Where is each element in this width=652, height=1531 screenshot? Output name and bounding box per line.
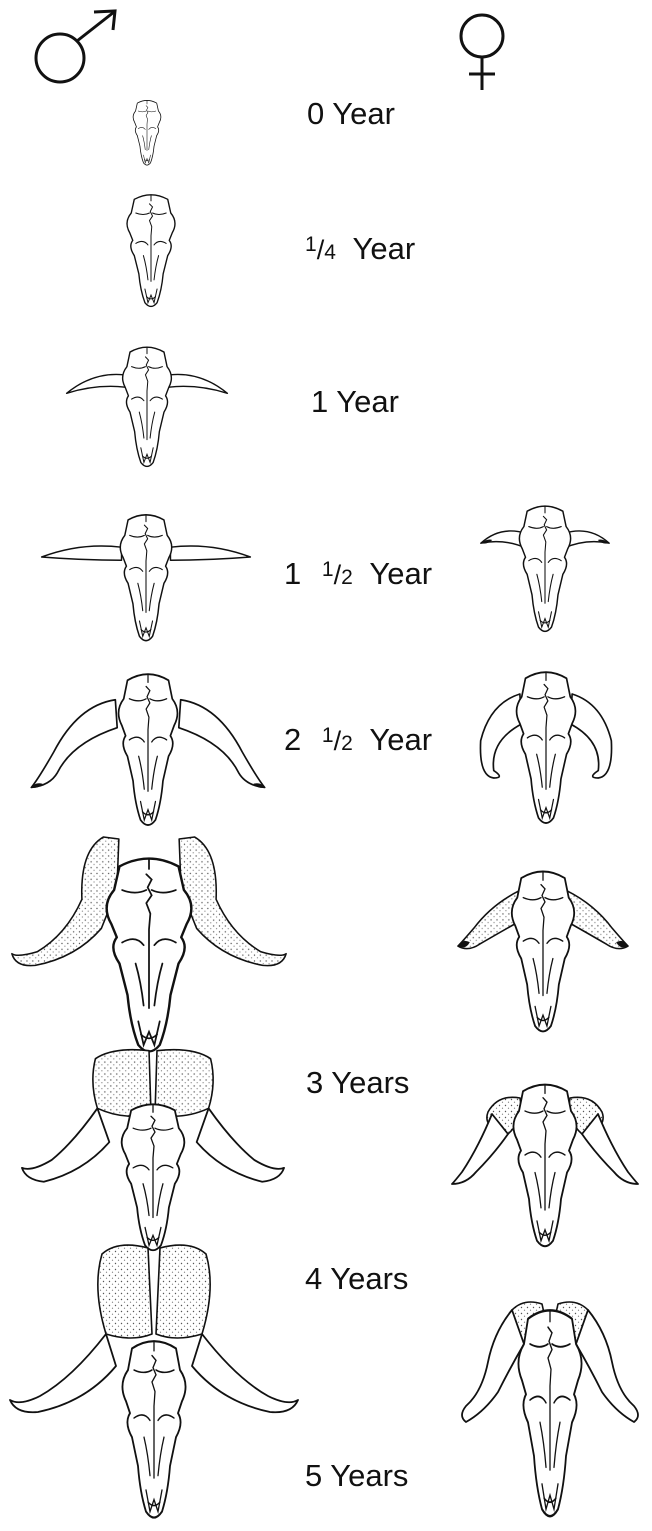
male-symbol-icon xyxy=(22,8,126,88)
female-skull-2-5-year xyxy=(462,660,630,840)
age-label-3: 3 Years xyxy=(306,1065,409,1101)
age-label-1: 1 Year xyxy=(311,384,399,420)
male-skull-2-5-year xyxy=(22,662,274,842)
male-skull-1-year xyxy=(62,328,232,488)
male-skull-quarter-year xyxy=(113,182,189,320)
female-skull-5-years xyxy=(454,1282,646,1528)
age-label-2-5: 2 1/2 Year xyxy=(284,722,432,762)
age-label-4: 4 Years xyxy=(305,1261,408,1297)
male-skull-4-years xyxy=(14,1042,292,1260)
age-label-0: 0 Year xyxy=(307,96,395,132)
male-skull-5-years xyxy=(6,1238,302,1528)
female-skull-3-years xyxy=(454,864,632,1044)
male-skull-3-years xyxy=(8,828,290,1060)
male-skull-1-5-year xyxy=(40,498,252,660)
female-skull-1-5-year xyxy=(476,500,614,640)
female-skull-4-years xyxy=(450,1068,640,1258)
female-symbol-icon xyxy=(452,10,512,92)
age-label-quarter: 1/4 Year xyxy=(305,231,415,271)
age-label-1-5: 1 1/2 Year xyxy=(284,556,432,596)
male-skull-0-year xyxy=(125,94,169,172)
age-label-5: 5 Years xyxy=(305,1458,408,1494)
